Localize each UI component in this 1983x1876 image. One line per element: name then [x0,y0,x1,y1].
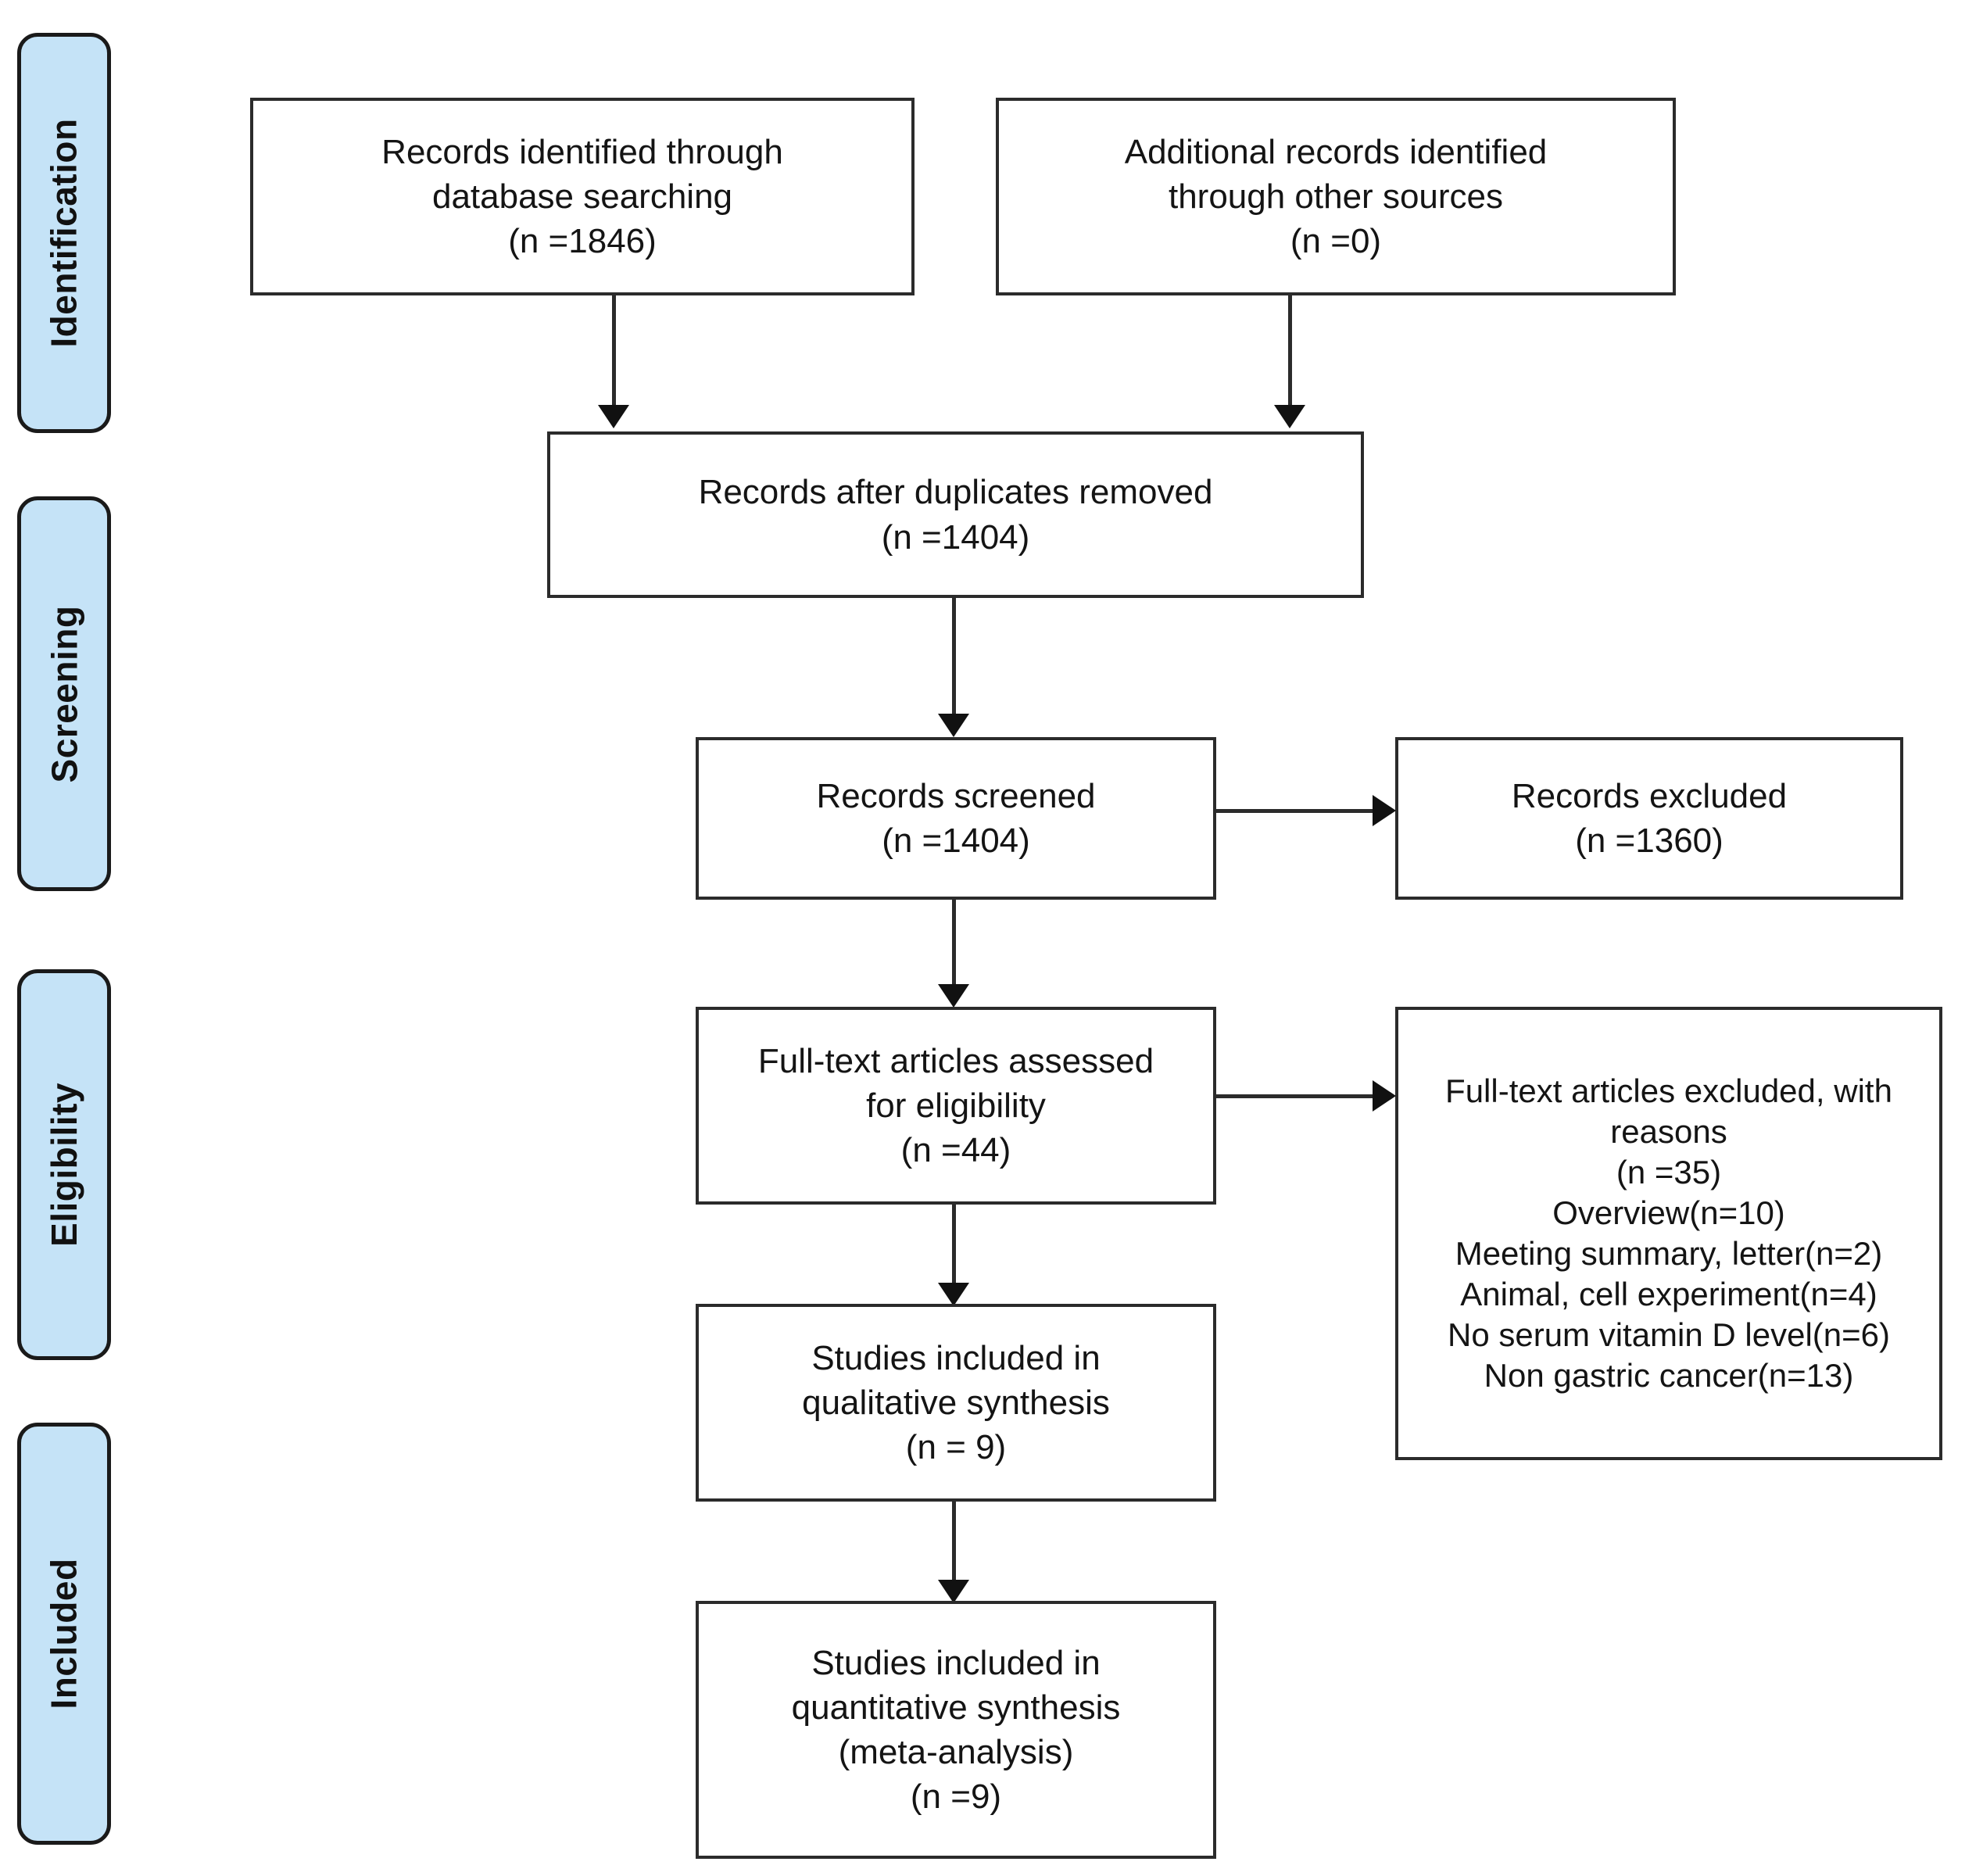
box-line: Animal, cell experiment(n=4) [1460,1276,1877,1313]
connector-fulltext-to-qualitative [952,1205,956,1283]
box-fulltext-articles-excluded-reasons: Full-text articles excluded, with reason… [1395,1007,1942,1460]
box-line: Non gastric cancer(n=13) [1484,1357,1854,1394]
arrowhead-other-to-duplicates [1274,405,1305,428]
box-line: (n =35) [1616,1153,1722,1190]
arrowhead-screened-to-excluded [1373,795,1396,826]
box-line: (n =0) [1290,222,1382,261]
arrowhead-screened-to-fulltext [938,984,969,1008]
connector-screened-to-fulltext [952,900,956,984]
box-line: Records excluded [1511,776,1788,815]
stage-label-identification: Identification [17,33,111,433]
box-line: reasons [1610,1112,1727,1150]
box-studies-qualitative-synthesis: Studies included in qualitative synthesi… [696,1304,1216,1502]
connector-other-to-duplicates [1288,295,1292,405]
box-line: through other sources [1168,177,1504,216]
box-line: (n =44) [900,1131,1011,1170]
stage-label-screening-text: Screening [44,605,85,782]
stage-label-included-text: Included [44,1558,84,1710]
stage-label-screening: Screening [17,496,111,891]
box-studies-quantitative-synthesis: Studies included in quantitative synthes… [696,1601,1216,1859]
box-records-screened: Records screened (n =1404) [696,737,1216,900]
box-line: Studies included in [811,1338,1101,1377]
box-line: Additional records identified [1124,132,1548,171]
box-records-identified-database: Records identified through database sear… [250,98,915,295]
box-line: (meta-analysis) [838,1733,1074,1771]
box-line: Full-text articles assessed [757,1041,1154,1080]
connector-fulltext-to-excluded-reasons [1216,1094,1373,1098]
arrowhead-fulltext-to-excluded-reasons [1373,1080,1396,1112]
box-line: (n =1846) [508,222,657,261]
box-line: Overview(n=10) [1552,1194,1785,1231]
connector-screened-to-excluded [1216,809,1373,813]
box-line: Records identified through [381,132,783,171]
arrowhead-duplicates-to-screened [938,714,969,737]
box-line: quantitative synthesis [791,1688,1121,1727]
arrowhead-database-to-duplicates [598,405,629,428]
stage-label-identification-text: Identification [44,118,85,348]
box-records-after-duplicates-removed: Records after duplicates removed (n =140… [547,431,1364,598]
box-line: qualitative synthesis [802,1383,1110,1422]
box-line: (n = 9) [905,1428,1007,1467]
box-additional-records-other-sources: Additional records identified through ot… [996,98,1676,295]
box-line: (n =1360) [1575,822,1723,860]
box-records-excluded: Records excluded (n =1360) [1395,737,1903,900]
box-line: (n =1404) [882,822,1030,860]
box-line: No serum vitamin D level(n=6) [1447,1316,1890,1354]
stage-label-included: Included [17,1423,111,1845]
box-line: Full-text articles excluded, with [1445,1072,1892,1109]
connector-database-to-duplicates [612,295,616,405]
box-fulltext-articles-assessed: Full-text articles assessed for eligibil… [696,1007,1216,1205]
box-line: database searching [431,177,733,216]
connector-qualitative-to-quantitative [952,1502,956,1580]
stage-label-eligibility-text: Eligibility [44,1083,84,1247]
arrowhead-qualitative-to-quantitative [938,1580,969,1603]
box-line: for eligibility [866,1086,1046,1125]
box-line: Meeting summary, letter(n=2) [1455,1235,1883,1272]
box-line: Studies included in [811,1643,1101,1682]
box-line: (n =9) [910,1778,1002,1817]
box-line: Records screened [816,776,1096,815]
box-line: Records after duplicates removed [698,473,1213,512]
box-line: (n =1404) [881,517,1030,557]
arrowhead-fulltext-to-qualitative [938,1283,969,1306]
connector-duplicates-to-screened [952,598,956,714]
stage-label-eligibility: Eligibility [17,969,111,1360]
